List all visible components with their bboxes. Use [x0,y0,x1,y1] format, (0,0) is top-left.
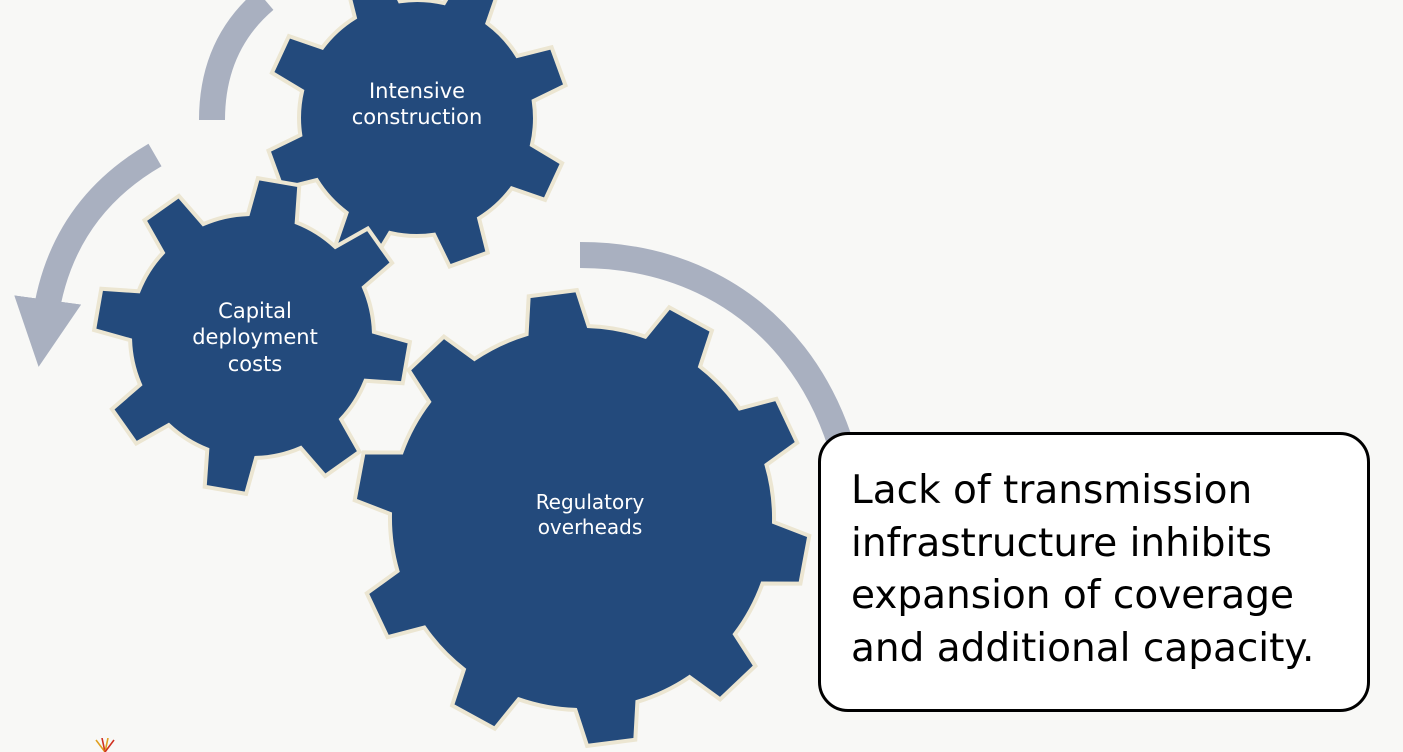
gear-capital-deployment-costs [91,175,413,497]
arrow-top-left [199,0,274,121]
gear-regulatory-overheads [352,287,812,749]
gear-intensive-construction [266,0,568,269]
callout-box: Lack of transmission infrastructure inhi… [818,432,1370,712]
arrow-left-down [14,143,162,367]
callout-text: Lack of transmission infrastructure inhi… [851,468,1315,671]
starburst-logo-icon [95,738,115,752]
